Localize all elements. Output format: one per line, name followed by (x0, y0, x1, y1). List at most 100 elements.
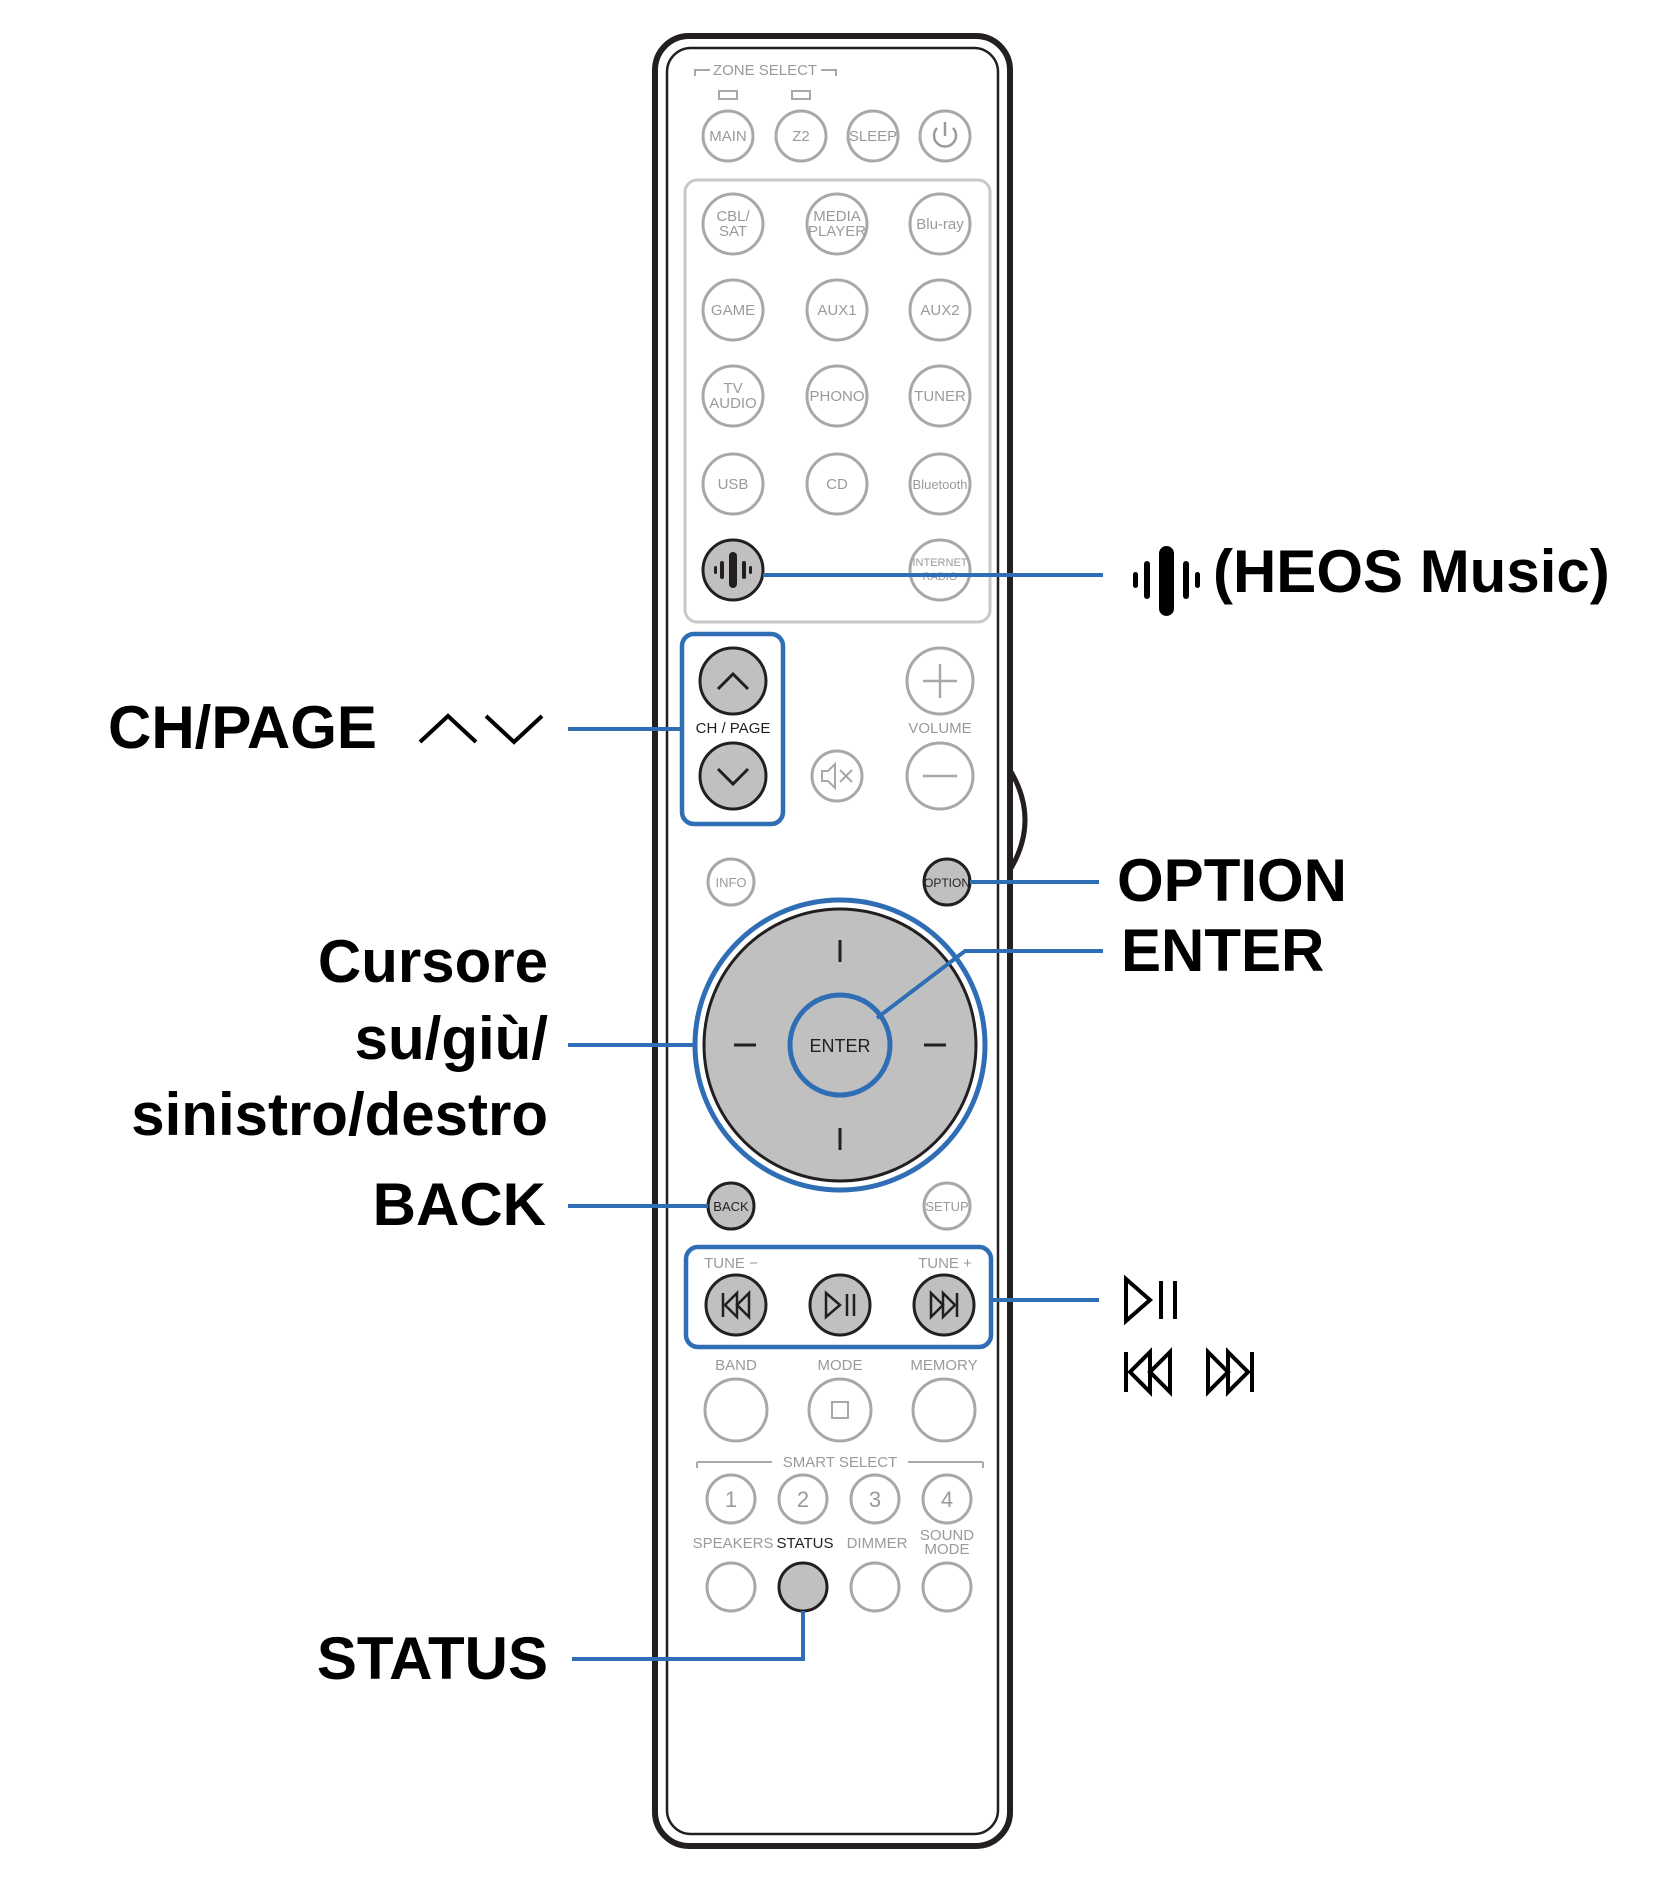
status-label: STATUS (777, 1535, 834, 1552)
mode-button[interactable] (807, 1377, 873, 1443)
ch-page-callout: CH/PAGE (108, 694, 377, 761)
smart-select-1-button[interactable]: 1 (705, 1473, 757, 1525)
skip-callout-icons (1124, 1347, 1254, 1397)
smart-select-4-button[interactable]: 4 (921, 1473, 973, 1525)
z2-button[interactable]: Z2 (774, 109, 828, 163)
volume-down-button[interactable] (905, 741, 975, 811)
mute-icon (821, 761, 853, 791)
game-label: GAME (711, 302, 755, 319)
volume-up-button[interactable] (905, 646, 975, 716)
dimmer-button[interactable] (849, 1561, 901, 1613)
status-leader (572, 1611, 805, 1661)
cbl-sat-label-2: SAT (719, 223, 747, 240)
aux2-button[interactable]: AUX2 (908, 278, 972, 342)
mode-label: MODE (818, 1357, 863, 1374)
cbl-sat-button[interactable]: CBL/ SAT (701, 192, 765, 256)
usb-button[interactable]: USB (701, 452, 765, 516)
cd-button[interactable]: CD (805, 452, 869, 516)
option-label: OPTION (924, 876, 970, 890)
callouts: (HEOS Music) CH/PAGE OPTION ENTER Cursor… (108, 538, 1610, 1692)
play-pause-button[interactable] (808, 1273, 872, 1337)
main-button[interactable]: MAIN (701, 109, 755, 163)
speakers-button[interactable] (705, 1561, 757, 1613)
ch-page-label: CH / PAGE (696, 720, 771, 737)
chevron-up-icon (716, 671, 750, 691)
transport-group: TUNE − TUNE + (683, 1244, 994, 1350)
bluetooth-button[interactable]: Bluetooth (908, 452, 972, 516)
bluray-button[interactable]: Blu-ray (908, 192, 972, 256)
tv-audio-button[interactable]: TV AUDIO (701, 364, 765, 428)
smart-3-label: 3 (869, 1487, 881, 1512)
option-button[interactable]: OPTION (922, 857, 972, 907)
usb-label: USB (718, 476, 749, 493)
sleep-button-label: SLEEP (849, 128, 897, 145)
enter-leader (875, 949, 1103, 1020)
info-label: INFO (715, 875, 746, 890)
aux1-button[interactable]: AUX1 (805, 278, 869, 342)
tune-minus-label: TUNE − (704, 1255, 758, 1272)
sound-mode-button[interactable] (921, 1561, 973, 1613)
cursor-callout-line1: Cursore (318, 928, 548, 995)
tv-audio-label-1: TV (723, 380, 742, 397)
cursor-pad: ENTER (692, 897, 988, 1193)
setup-button[interactable]: SETUP (922, 1181, 972, 1231)
chevron-down-icon (716, 767, 750, 787)
enter-button[interactable]: ENTER (787, 992, 893, 1098)
smart-4-label: 4 (941, 1487, 953, 1512)
volume-label: VOLUME (908, 720, 971, 737)
volume-group: VOLUME (905, 646, 975, 811)
aux2-label: AUX2 (920, 302, 959, 319)
cd-label: CD (826, 476, 848, 493)
ch-page-down-button[interactable] (698, 741, 768, 811)
cbl-sat-label-1: CBL/ (716, 208, 750, 225)
sleep-button[interactable]: SLEEP (846, 109, 900, 163)
smart-1-label: 1 (725, 1487, 737, 1512)
speakers-label: SPEAKERS (693, 1535, 774, 1552)
source-panel (683, 178, 992, 624)
smart-select-2-button[interactable]: 2 (777, 1473, 829, 1525)
status-callout: STATUS (317, 1625, 548, 1692)
heos-button[interactable] (701, 538, 765, 602)
cursor-callout-line3: sinistro/destro (131, 1081, 548, 1148)
play-pause-callout-icon (1124, 1274, 1177, 1326)
main-button-label: MAIN (709, 128, 747, 145)
tv-audio-label-2: AUDIO (709, 395, 757, 412)
zone-select-label: ZONE SELECT (713, 62, 817, 79)
tuner-button[interactable]: TUNER (908, 364, 972, 428)
mute-button[interactable] (810, 749, 864, 803)
tune-plus-label: TUNE + (918, 1255, 972, 1272)
enter-callout: ENTER (1121, 917, 1324, 984)
band-button[interactable] (703, 1377, 769, 1443)
cursor-pad-highlight (692, 897, 988, 1193)
media-player-button[interactable]: MEDIA PLAYER (805, 192, 869, 256)
smart-select-3-button[interactable]: 3 (849, 1473, 901, 1525)
phono-label: PHONO (809, 388, 864, 405)
ch-page-up-button[interactable] (698, 646, 768, 716)
phono-button[interactable]: PHONO (805, 364, 869, 428)
skip-forward-icon (929, 1289, 959, 1321)
setup-label: SETUP (925, 1199, 968, 1214)
game-button[interactable]: GAME (701, 278, 765, 342)
media-player-label-2: PLAYER (808, 223, 866, 240)
bluray-label: Blu-ray (916, 216, 964, 233)
play-pause-icon (824, 1290, 856, 1320)
back-callout: BACK (373, 1171, 546, 1238)
memory-button[interactable] (911, 1377, 977, 1443)
source-buttons: CBL/ SAT MEDIA PLAYER Blu-ray GAME AUX1 … (701, 192, 972, 602)
skip-forward-button[interactable] (912, 1273, 976, 1337)
power-button[interactable] (918, 109, 972, 163)
skip-back-button[interactable] (704, 1273, 768, 1337)
aux1-label: AUX1 (817, 302, 856, 319)
option-callout: OPTION (1117, 847, 1347, 914)
skip-back-icon (721, 1289, 751, 1321)
back-button[interactable]: BACK (706, 1181, 756, 1231)
smart-select-group: SMART SELECT 1 2 3 4 (696, 1454, 984, 1525)
media-player-label-1: MEDIA (813, 208, 861, 225)
info-button[interactable]: INFO (706, 857, 756, 907)
internet-radio-button[interactable]: INTERNET RADIO (908, 538, 972, 602)
status-button[interactable] (777, 1561, 829, 1613)
smart-2-label: 2 (797, 1487, 809, 1512)
ch-page-arrows-icon (418, 713, 544, 745)
sound-mode-label-1: SOUND (920, 1527, 974, 1544)
